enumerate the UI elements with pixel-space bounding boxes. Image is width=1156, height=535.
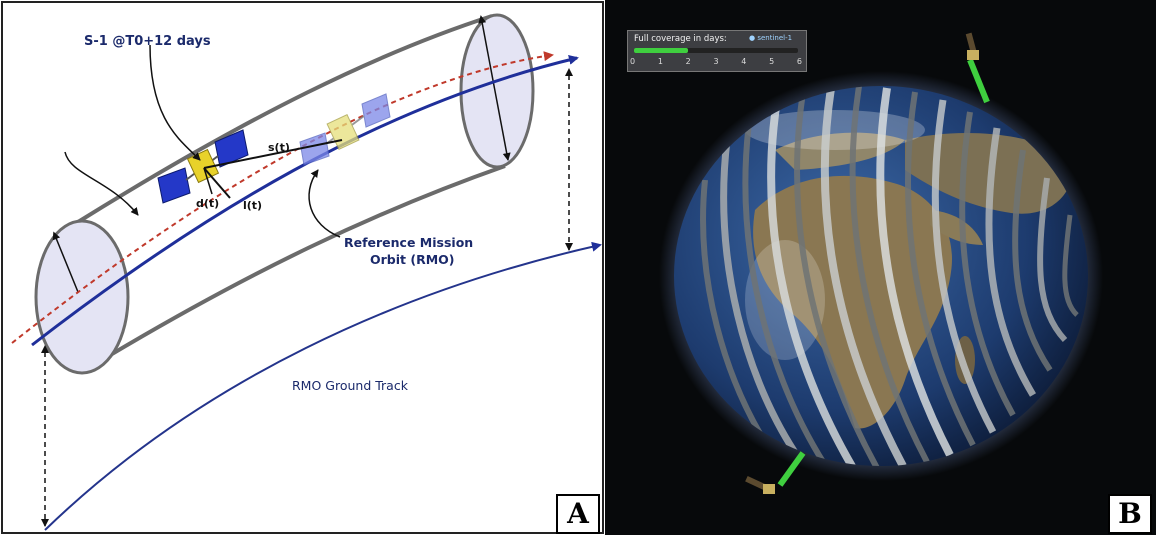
rmo-label-callout (308, 169, 341, 238)
panel-b-coverage-globe: Full coverage in days: ● sentinel-1 0 1 2 3… (605, 0, 1156, 535)
tube-wall-callout (64, 151, 139, 216)
coverage-legend-box: Full coverage in days: ● sentinel-1 0 1 2 3… (627, 30, 807, 72)
south-satellite-beam (777, 451, 806, 487)
panel-a-frame (1, 1, 604, 534)
panel-a-letter: A (556, 494, 600, 534)
coverage-tick-label: 5 (769, 57, 775, 66)
sentinel-logo: ● sentinel-1 (749, 34, 793, 42)
rmo-label-line1: Reference Mission (344, 235, 474, 250)
reference-mission-orbit (31, 54, 579, 347)
panel-b-letter: B (1108, 494, 1152, 534)
south-satellite (745, 475, 775, 495)
tube-bottom-edge (80, 164, 506, 374)
coverage-tick-label: 1 (657, 57, 663, 66)
d-vector-label: d(t) (196, 197, 220, 210)
ground-track-line (44, 241, 602, 531)
s-vector (203, 139, 343, 169)
entry-radius-arrow (52, 231, 79, 293)
coverage-tick-label: 6 (796, 57, 802, 66)
actual-orbit-dashed (11, 51, 554, 344)
coverage-tick-label: 4 (741, 57, 747, 66)
coverage-progress-fill (634, 48, 689, 53)
coverage-tick-label: 0 (630, 57, 636, 66)
solar-panel-right-ref (361, 93, 391, 128)
solar-panel-left-ref (299, 132, 330, 166)
s-vector-label: s(t) (268, 141, 290, 154)
ground-track-label: RMO Ground Track (292, 378, 408, 393)
rmo-label-line2: Orbit (RMO) (370, 252, 455, 267)
satellite-label: S-1 @T0+12 days (84, 34, 211, 49)
sentinel-logo-text: sentinel-1 (757, 34, 793, 42)
arabia-landmass (930, 210, 983, 245)
tube-entry-cross-section (34, 219, 130, 375)
orbit-tube-svg (1, 1, 604, 534)
solar-panel-right (214, 129, 249, 168)
globe-svg (659, 32, 1103, 495)
north-satellite-beam (967, 58, 990, 104)
europe-landmass (775, 132, 905, 170)
coverage-tick-label: 3 (713, 57, 719, 66)
coverage-scale-ticks: 0 1 2 3 4 5 6 (630, 57, 802, 66)
satellite-label-callout (149, 44, 201, 161)
exit-diameter-arrow (478, 15, 511, 161)
north-satellite (965, 32, 979, 60)
coverage-tick-label: 2 (685, 57, 691, 66)
d-vector (203, 167, 213, 195)
satellite-primary (157, 129, 249, 204)
coverage-progress-track (634, 48, 798, 53)
l-vector-label: l(t) (243, 199, 263, 212)
panel-a-orbit-tube-diagram: S-1 @T0+12 days s(t) d(t) l(t) Reference… (0, 0, 605, 535)
solar-panel-left (157, 167, 191, 204)
coverage-swaths (700, 86, 1079, 466)
coverage-title: Full coverage in days: (634, 34, 727, 44)
tube-top-edge (76, 14, 493, 224)
l-vector (203, 167, 231, 199)
